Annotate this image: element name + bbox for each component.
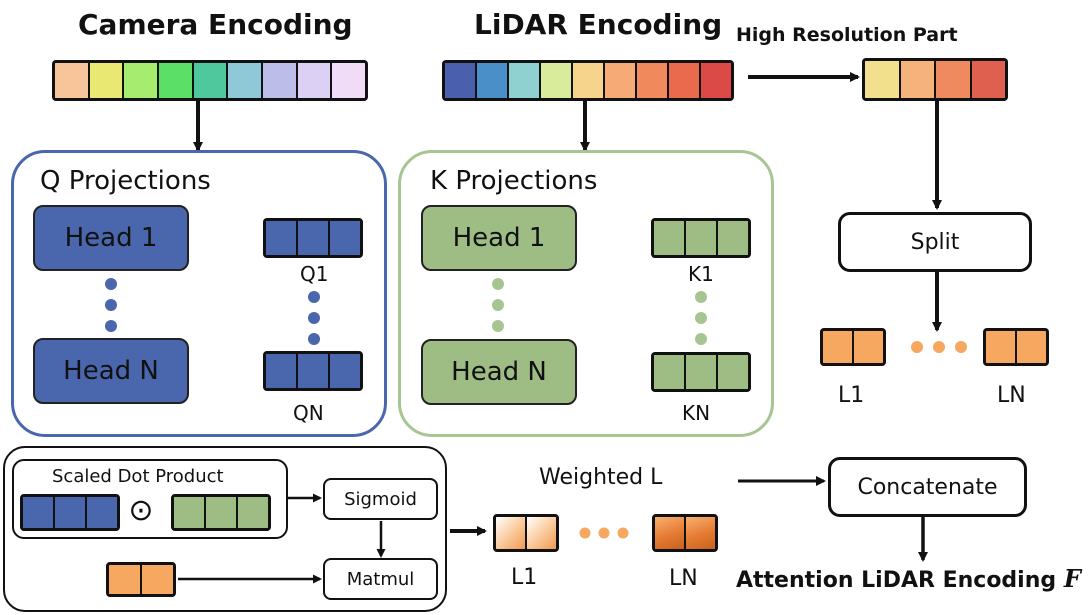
k-head-n: Head N <box>421 339 577 405</box>
split-l1-block <box>820 328 886 366</box>
vector-cell <box>865 61 901 98</box>
attention-lidar-encoding-title: Attention LiDAR Encoding F <box>736 564 1081 593</box>
vector-cell <box>654 355 686 389</box>
vector-cell <box>527 517 556 549</box>
vector-cell <box>1017 331 1046 363</box>
vector-cell <box>496 517 527 549</box>
weighted-ln-block <box>652 514 718 552</box>
vector-cell <box>124 63 160 98</box>
output-symbol: F <box>1063 564 1081 593</box>
vector-cell <box>174 497 206 528</box>
vector-cell <box>971 61 1005 98</box>
vector-cell <box>445 63 477 98</box>
sigmoid-node: Sigmoid <box>323 478 438 520</box>
sdp-k-vector <box>171 494 271 531</box>
attention-l-block <box>106 562 176 597</box>
vector-cell <box>55 497 87 528</box>
weighted-l1-block <box>493 514 559 552</box>
vector-cell <box>142 565 173 594</box>
vector-cell <box>637 63 669 98</box>
k-head-1: Head 1 <box>421 205 577 271</box>
vector-cell <box>823 331 854 363</box>
vector-cell <box>986 331 1017 363</box>
vector-cell <box>298 354 330 388</box>
qn-vector <box>263 351 363 391</box>
k1-label: K1 <box>688 262 714 286</box>
vector-cell <box>228 63 264 98</box>
split-dot <box>933 341 945 353</box>
scaled-dot-product-box <box>12 459 288 539</box>
split-l1-label: L1 <box>838 383 865 408</box>
vector-cell <box>718 355 748 389</box>
vector-cell <box>718 221 748 255</box>
sdp-q-vector <box>20 494 120 531</box>
vector-cell <box>686 221 718 255</box>
q-projections-title: Q Projections <box>40 166 211 196</box>
vector-cell <box>330 221 360 255</box>
weighted-l1-label: L1 <box>511 565 538 590</box>
attention-module-box <box>3 446 447 612</box>
vector-cell <box>89 63 125 98</box>
split-ln-block <box>983 328 1049 366</box>
vector-cell <box>297 63 333 98</box>
split-ln-label: LN <box>997 383 1026 408</box>
split-node: Split <box>838 212 1032 272</box>
vector-cell <box>936 61 972 98</box>
vector-cell <box>266 221 298 255</box>
weighted-ln-label: LN <box>669 566 698 591</box>
high-resolution-strip <box>862 58 1008 101</box>
vector-cell <box>109 565 142 594</box>
vector-cell <box>477 63 509 98</box>
high-resolution-title: High Resolution Part <box>736 24 958 46</box>
vector-cell <box>654 221 686 255</box>
vector-cell <box>206 497 238 528</box>
vector-cell <box>159 63 194 98</box>
weighted-dot <box>579 527 591 539</box>
k-projections-title: K Projections <box>430 166 598 196</box>
vector-cell <box>87 497 117 528</box>
weighted-dot <box>598 527 610 539</box>
kn-vector <box>651 352 751 392</box>
vector-cell <box>854 331 883 363</box>
split-dot <box>911 341 923 353</box>
split-dot <box>955 341 967 353</box>
q-head-n: Head N <box>33 338 189 404</box>
vector-cell <box>686 355 718 389</box>
qn-label: QN <box>293 401 324 425</box>
q1-label: Q1 <box>300 262 329 286</box>
concatenate-node: Concatenate <box>828 457 1027 517</box>
vector-cell <box>900 61 936 98</box>
q1-vector <box>263 218 363 258</box>
weighted-dot <box>617 527 629 539</box>
lidar-encoding-title: LiDAR Encoding <box>474 8 723 41</box>
vector-cell <box>669 63 701 98</box>
camera-encoding-title: Camera Encoding <box>78 8 353 41</box>
vector-cell <box>298 221 330 255</box>
vector-cell <box>55 63 90 98</box>
vector-cell <box>686 517 715 549</box>
hadamard-operator: ⊙ <box>128 492 154 528</box>
vector-cell <box>23 497 55 528</box>
q-head-1: Head 1 <box>33 205 189 271</box>
vector-cell <box>573 63 605 98</box>
weighted-l-title: Weighted L <box>539 465 663 490</box>
vector-cell <box>605 63 637 98</box>
vector-cell <box>701 63 731 98</box>
scaled-dot-product-label: Scaled Dot Product <box>52 466 224 487</box>
vector-cell <box>509 63 541 98</box>
vector-cell <box>266 354 298 388</box>
vector-cell <box>541 63 573 98</box>
matmul-node: Matmul <box>323 558 438 600</box>
vector-cell <box>332 63 365 98</box>
k1-vector <box>651 218 751 258</box>
vector-cell <box>193 63 229 98</box>
kn-label: KN <box>682 401 711 425</box>
vector-cell <box>238 497 268 528</box>
vector-cell <box>330 354 360 388</box>
output-label: Attention LiDAR Encoding <box>736 568 1057 593</box>
vector-cell <box>263 63 298 98</box>
lidar-encoding-strip <box>442 60 734 101</box>
camera-encoding-strip <box>52 60 368 101</box>
vector-cell <box>655 517 686 549</box>
